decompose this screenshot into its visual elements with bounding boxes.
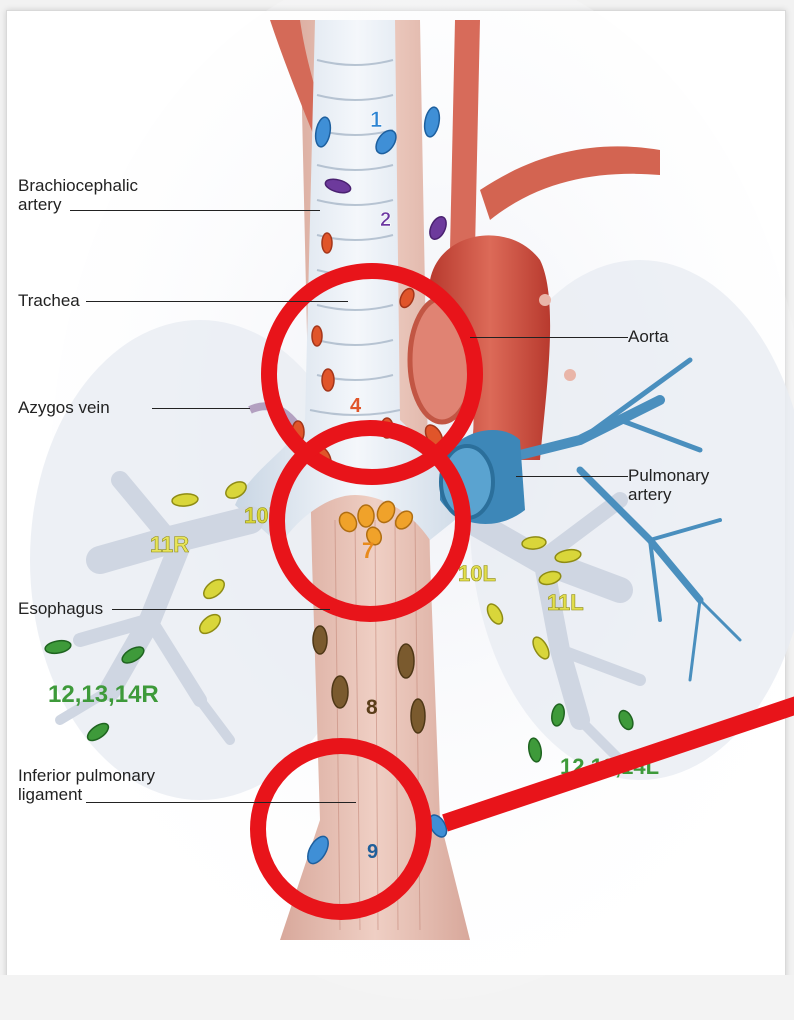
pulmonary-artery-label-line2: artery (628, 485, 709, 504)
inferior-pulmonary-label-line1: Inferior pulmonary (18, 766, 155, 785)
inferior-pulmonary-ligament-label: Inferior pulmonary ligament (18, 766, 155, 804)
faint-node (539, 294, 551, 306)
faint-node (564, 369, 576, 381)
pulmonary-artery-leader (516, 476, 628, 477)
station-7-label: 7 (362, 538, 374, 563)
left-carotid-shape (450, 20, 480, 250)
pulmonary-artery-label: Pulmonary artery (628, 466, 709, 504)
station-12-14r-label: 12,13,14R (48, 681, 159, 708)
station-1-label: 1 (370, 107, 382, 132)
station-2-label: 2 (380, 209, 391, 231)
trachea-label: Trachea (18, 291, 80, 310)
brachiocephalic-label: Brachiocephalic artery (18, 176, 138, 214)
azygos-vein-label: Azygos vein (18, 398, 110, 417)
station-9-label: 9 (367, 841, 378, 863)
aorta-label: Aorta (628, 327, 669, 346)
esophagus-leader (112, 609, 330, 610)
station-4-label: 4 (350, 395, 362, 417)
trachea-leader (86, 301, 348, 302)
brachiocephalic-label-line2: artery (18, 195, 138, 214)
azygos-vein-leader (152, 408, 250, 409)
brachiocephalic-label-line1: Brachiocephalic (18, 176, 138, 195)
inferior-pulmonary-leader (86, 802, 356, 803)
pulmonary-artery-label-line1: Pulmonary (628, 466, 709, 485)
brachiocephalic-leader (70, 210, 320, 211)
aorta-leader (470, 337, 628, 338)
station-11r-label: 11R (150, 532, 189, 557)
station-8-label: 8 (366, 696, 378, 719)
station-11l-label: 11L (547, 590, 584, 615)
station-10l-label: 10L (458, 561, 496, 586)
esophagus-label: Esophagus (18, 599, 103, 618)
